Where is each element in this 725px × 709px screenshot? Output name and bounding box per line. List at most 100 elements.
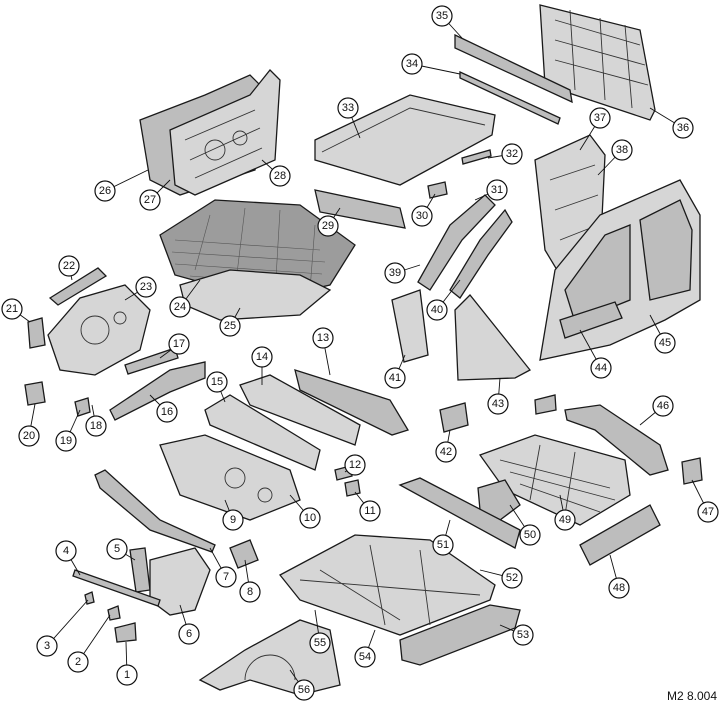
callout-circle-38 (611, 139, 633, 161)
callout-55: 55 (309, 632, 331, 654)
callout-6: 6 (178, 623, 200, 645)
bracket-30 (427, 181, 448, 199)
callout-number: 55 (314, 637, 326, 649)
rear-rail-46 (564, 404, 669, 476)
callout-number: 33 (342, 102, 354, 114)
callout-number: 32 (506, 148, 518, 160)
callout-number: 28 (274, 170, 286, 182)
cowl-top-14 (239, 374, 361, 446)
callout-54: 54 (354, 646, 376, 668)
callout-35: 35 (431, 5, 453, 27)
callout-31: 31 (486, 179, 508, 201)
callout-number: 34 (406, 58, 418, 70)
hood-inner (179, 269, 332, 321)
callout-5: 5 (106, 538, 128, 560)
callout-circle-14 (251, 346, 273, 368)
callout-21: 21 (1, 298, 23, 320)
callout-45: 45 (654, 332, 676, 354)
callout-number: 16 (161, 406, 173, 418)
callout-1: 1 (116, 664, 138, 686)
callout-circle-6 (178, 623, 200, 645)
callout-30: 30 (411, 205, 433, 227)
callout-number: 10 (304, 512, 316, 524)
callout-number: 14 (256, 351, 268, 363)
crossmember-13 (294, 369, 409, 436)
callout-4: 4 (55, 540, 77, 562)
callout-circle-5 (106, 538, 128, 560)
callout-number: 37 (594, 112, 606, 124)
callout-circle-25 (219, 315, 241, 337)
callout-circle-20 (18, 425, 40, 447)
front-rail-16 (109, 361, 206, 421)
radiator-support-7 (94, 469, 216, 553)
callout-circle-15 (206, 371, 228, 393)
callout-number: 42 (440, 446, 452, 458)
callout-50: 50 (519, 524, 541, 546)
callout-25: 25 (219, 315, 241, 337)
bracket-2 (107, 605, 121, 621)
callout-number: 35 (436, 10, 448, 22)
callout-8: 8 (239, 581, 261, 603)
callout-26: 26 (94, 180, 116, 202)
callout-number: 20 (23, 430, 35, 442)
callout-number: 22 (63, 260, 75, 272)
callout-circle-51 (432, 534, 454, 556)
callout-circle-7 (215, 566, 237, 588)
callout-circle-55 (309, 632, 331, 654)
callout-number: 11 (364, 505, 375, 517)
callout-number: 21 (6, 303, 18, 315)
callout-circle-29 (317, 215, 339, 237)
callout-number: 1 (124, 669, 130, 681)
callout-number: 40 (431, 304, 443, 316)
callout-number: 4 (63, 545, 69, 557)
callout-number: 45 (659, 337, 671, 349)
callout-46: 46 (652, 395, 674, 417)
callout-circle-56 (293, 679, 315, 701)
callout-circle-28 (269, 165, 291, 187)
callout-circle-48 (608, 577, 630, 599)
callout-9: 9 (222, 509, 244, 531)
body-panels (24, 4, 703, 696)
callout-23: 23 (135, 276, 157, 298)
callout-circle-32 (501, 143, 523, 165)
callout-19: 19 (55, 430, 77, 452)
callout-27: 27 (139, 189, 161, 211)
callout-number: 24 (174, 301, 186, 313)
rocker-51 (398, 477, 521, 549)
rear-panel (539, 4, 656, 121)
callout-13: 13 (312, 327, 334, 349)
callout-number: 5 (114, 543, 120, 555)
callout-number: 48 (613, 582, 625, 594)
front-door-inner (169, 69, 281, 196)
bracket-1 (114, 622, 137, 643)
apron-5 (129, 547, 151, 593)
callout-circle-26 (94, 180, 116, 202)
callout-circle-16 (156, 401, 178, 423)
callout-29: 29 (317, 215, 339, 237)
callout-56: 56 (293, 679, 315, 701)
callout-circle-2 (67, 651, 89, 673)
callout-14: 14 (251, 346, 273, 368)
callout-circle-41 (384, 367, 406, 389)
callout-circle-47 (697, 501, 719, 523)
callout-3: 3 (36, 635, 58, 657)
callout-circle-43 (487, 393, 509, 415)
callout-circle-44 (590, 357, 612, 379)
figure-code: M2 8.004 (666, 689, 717, 703)
bracket-32 (461, 149, 492, 165)
callout-circle-13 (312, 327, 334, 349)
dash-panel (159, 434, 301, 521)
callout-circle-35 (431, 5, 453, 27)
bracket-19 (74, 397, 91, 417)
bracket-11 (344, 479, 361, 497)
callout-number: 49 (559, 514, 571, 526)
callout-49: 49 (554, 509, 576, 531)
tie-bar-4 (72, 569, 161, 607)
callout-circle-37 (589, 107, 611, 129)
callout-circle-23 (135, 276, 157, 298)
callout-number: 12 (349, 459, 361, 471)
callout-number: 52 (506, 572, 518, 584)
callout-circle-52 (501, 567, 523, 589)
